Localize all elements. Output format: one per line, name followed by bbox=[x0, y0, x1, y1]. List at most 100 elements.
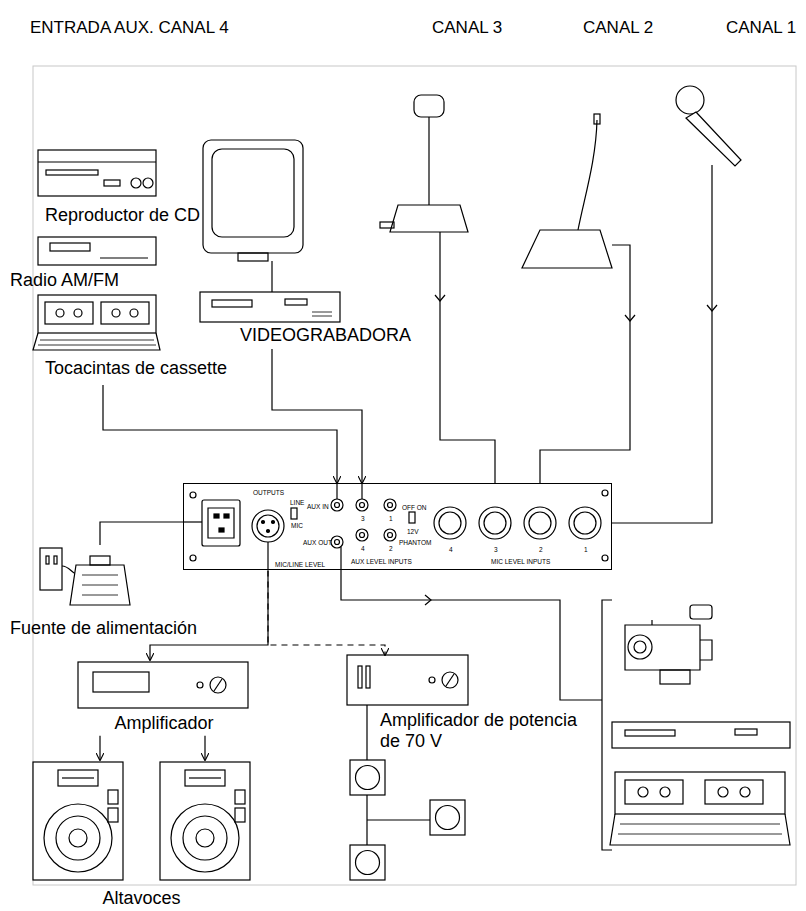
device-label: Radio AM/FM bbox=[8, 232, 160, 293]
loudspeaker-drawing bbox=[196, 829, 214, 847]
radio-drawing bbox=[100, 257, 148, 258]
mixer-panel-drawing bbox=[257, 515, 279, 537]
loudspeaker-drawing bbox=[69, 829, 87, 847]
mixer-panel-drawing bbox=[360, 533, 365, 538]
loudspeaker-drawing bbox=[56, 816, 100, 860]
power-amplifier-70v-drawing bbox=[429, 677, 435, 683]
ceiling-speaker-network bbox=[350, 845, 385, 880]
signal-cable bbox=[272, 349, 362, 483]
desk-microphone bbox=[380, 95, 468, 232]
aux-out-cable bbox=[425, 595, 431, 605]
amplifier-drawing bbox=[210, 677, 226, 693]
signal-cable bbox=[99, 736, 100, 760]
recorder-bracket bbox=[602, 600, 612, 850]
mixer-panel-drawing bbox=[335, 503, 340, 508]
mixer-panel-drawing bbox=[360, 503, 365, 508]
camcorder-drawing bbox=[628, 635, 652, 659]
device-label: Altavoces bbox=[33, 760, 253, 911]
xlr-input-jack bbox=[524, 507, 556, 539]
device-label: VIDEOGRABADORA bbox=[200, 138, 440, 349]
microphone-cable bbox=[435, 295, 717, 321]
loudspeaker-drawing bbox=[160, 762, 250, 880]
microphone-cable bbox=[601, 165, 712, 523]
cd-player-drawing bbox=[38, 161, 156, 162]
loudspeaker-drawing bbox=[108, 808, 118, 822]
recorder-cassette-drawing bbox=[705, 780, 763, 804]
mixer-panel-drawing bbox=[356, 529, 368, 541]
panel-marking: OUTPUTS bbox=[253, 489, 284, 496]
vcr-drawing bbox=[200, 292, 340, 322]
mixer-panel-drawing bbox=[190, 492, 196, 498]
channel-heading: CANAL 1 bbox=[726, 18, 796, 38]
device-label: Amplificador de potencia de 70 V bbox=[347, 655, 598, 755]
mixer-panel-drawing bbox=[267, 542, 268, 570]
loudspeaker-drawing bbox=[58, 770, 98, 786]
desk-microphone bbox=[390, 205, 468, 232]
panel-marking: 4 bbox=[361, 545, 365, 552]
power-amplifier-70v-drawing bbox=[442, 672, 458, 688]
device-name: Tocacintas de cassette bbox=[45, 358, 227, 379]
power-supply-drawing bbox=[70, 565, 130, 605]
cassette-deck-drawing bbox=[38, 295, 156, 333]
vcr-drawing bbox=[212, 300, 252, 307]
recorder-cassette-drawing bbox=[615, 772, 785, 814]
loudspeaker-drawing bbox=[108, 790, 118, 804]
channel-heading: CANAL 3 bbox=[432, 18, 502, 38]
cd-player-drawing bbox=[104, 180, 120, 186]
panel-marking: 4 bbox=[449, 546, 453, 553]
power-amplifier-70v-drawing bbox=[347, 655, 468, 705]
recorder-cassette-drawing bbox=[610, 772, 790, 845]
vcr-drawing bbox=[200, 292, 340, 322]
loudspeaker-drawing bbox=[235, 790, 245, 804]
device-name: Reproductor de CD bbox=[45, 205, 200, 226]
amplifier-drawing bbox=[93, 672, 149, 692]
panel-marking: OFF ON bbox=[402, 504, 427, 511]
signal-cable bbox=[204, 736, 205, 760]
mixer-panel-drawing bbox=[183, 483, 612, 570]
cassette-deck-drawing bbox=[74, 309, 82, 317]
panel-marking: 2 bbox=[539, 546, 543, 553]
ceiling-speaker-network bbox=[356, 766, 380, 790]
power-amplifier-70v-drawing bbox=[347, 655, 468, 705]
ceiling-speaker-network bbox=[356, 851, 380, 875]
device-name: Amplificador bbox=[78, 713, 250, 734]
amplifier-drawing bbox=[197, 682, 203, 688]
panel-marking: 1 bbox=[584, 546, 588, 553]
power-amplifier-70v-drawing bbox=[366, 666, 370, 688]
loudspeaker-drawing bbox=[44, 804, 112, 872]
xlr-input-jack bbox=[434, 507, 601, 539]
loudspeaker-drawing bbox=[183, 816, 227, 860]
power-supply-drawing bbox=[46, 556, 49, 564]
mixer-panel-drawing bbox=[202, 500, 240, 546]
amplifier-drawing bbox=[78, 662, 248, 708]
cd-player-drawing bbox=[46, 170, 98, 175]
mixer-panel-drawing bbox=[219, 528, 224, 532]
camcorder-drawing bbox=[660, 670, 690, 684]
camcorder-drawing bbox=[690, 605, 712, 619]
device-name: Fuente de alimentación bbox=[10, 618, 197, 639]
recorder-vcr-drawing bbox=[612, 722, 790, 748]
vcr-drawing bbox=[285, 299, 307, 305]
desk-microphone bbox=[414, 95, 444, 117]
panel-marking: AUX OUT bbox=[303, 539, 332, 546]
mixer-panel-drawing bbox=[190, 555, 196, 561]
panel-marking: MIC bbox=[291, 522, 303, 529]
xlr-input-jack bbox=[479, 507, 511, 539]
cd-player-drawing bbox=[143, 178, 153, 188]
gooseneck-microphone bbox=[522, 114, 612, 268]
camcorder-drawing bbox=[625, 625, 700, 670]
channel-heading: ENTRADA AUX. CANAL 4 bbox=[30, 18, 229, 38]
recorder-cassette-drawing bbox=[618, 824, 782, 834]
cd-player-drawing bbox=[38, 150, 156, 196]
gooseneck-microphone bbox=[578, 120, 597, 230]
ceiling-speaker-network bbox=[350, 760, 385, 795]
mixer-panel-drawing bbox=[356, 499, 368, 511]
gooseneck-microphone bbox=[594, 114, 600, 124]
loudspeaker-drawing bbox=[235, 808, 245, 822]
panel-marking: 3 bbox=[361, 515, 365, 522]
handheld-microphone bbox=[676, 86, 704, 114]
loudspeaker-drawing bbox=[171, 804, 239, 872]
device-label: Amplificador bbox=[78, 660, 253, 736]
ceiling-speaker-network bbox=[430, 800, 465, 835]
mixer-panel-drawing bbox=[272, 521, 275, 524]
